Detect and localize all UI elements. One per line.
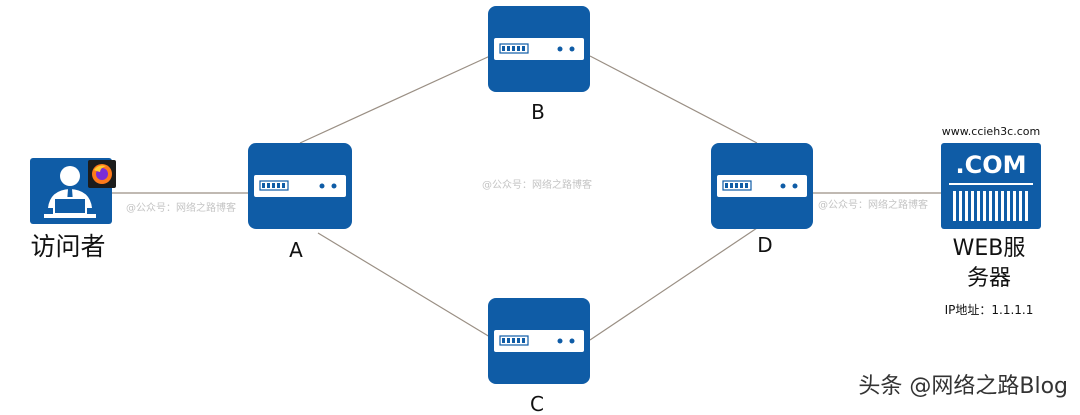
server-label-line2: 务器 (967, 266, 1011, 291)
server-icon-text: .COM (955, 151, 1026, 179)
watermark-right: @公众号：网络之路博客 (818, 198, 928, 211)
router-d-label: D (757, 233, 772, 257)
server-ip: IP地址：1.1.1.1 (945, 303, 1034, 317)
server-node: .COM (941, 143, 1041, 229)
link-a-c (317, 232, 491, 338)
router-c-label: C (530, 392, 544, 415)
watermark-center: @公众号：网络之路博客 (482, 178, 592, 191)
link-a-b (299, 55, 491, 144)
router-a-label: A (289, 238, 303, 262)
router-b-label: B (531, 100, 545, 124)
server-label-line1: WEB服 (953, 236, 1026, 261)
server-url: www.ccieh3c.com (942, 125, 1040, 138)
visitor-label: 访问者 (30, 232, 105, 261)
router-d (711, 143, 813, 229)
link-b-d (589, 55, 758, 144)
router-b (488, 6, 590, 92)
router-c (488, 298, 590, 384)
router-a (248, 143, 352, 229)
firefox-icon (88, 160, 116, 188)
watermark-left: @公众号：网络之路博客 (126, 201, 236, 214)
links (112, 55, 941, 341)
link-c-d (589, 227, 758, 341)
footer-watermark: 头条 @网络之路Blog (858, 374, 1068, 399)
